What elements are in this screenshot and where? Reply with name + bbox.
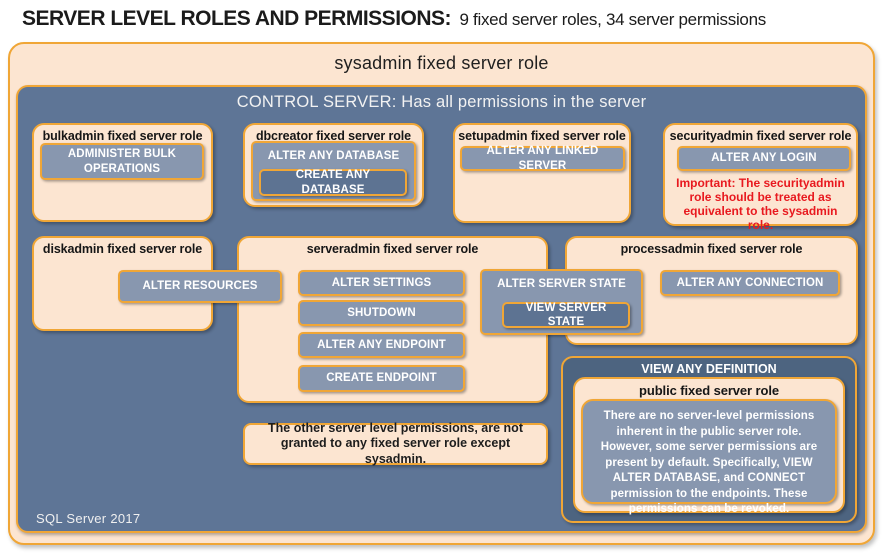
processadmin-role-title: processadmin fixed server role	[620, 242, 803, 256]
page-title: SERVER LEVEL ROLES AND PERMISSIONS: 9 fi…	[22, 7, 766, 31]
securityadmin-warning-text: Important: The securityadmin role should…	[676, 176, 845, 233]
permission-alter-any-endpoint: ALTER ANY ENDPOINT	[298, 332, 465, 358]
sysadmin-role-title: sysadmin fixed server role	[334, 53, 549, 73]
control-server-title: CONTROL SERVER: Has all permissions in t…	[236, 93, 647, 111]
setupadmin-role-title: setupadmin fixed server role	[458, 129, 626, 143]
permission-create-endpoint: CREATE ENDPOINT	[298, 365, 465, 392]
diskadmin-role-title: diskadmin fixed server role	[42, 242, 203, 256]
sql-server-version-label: SQL Server 2017	[36, 511, 141, 526]
public-role-title: public fixed server role	[639, 383, 779, 398]
serveradmin-role-title: serveradmin fixed server role	[306, 242, 479, 256]
securityadmin-role-title: securityadmin fixed server role	[669, 129, 852, 143]
permission-alter-any-linked-server: ALTER ANY LINKED SERVER	[460, 145, 625, 172]
permission-alter-any-login: ALTER ANY LOGIN	[677, 146, 851, 171]
page-title-bold: SERVER LEVEL ROLES AND PERMISSIONS:	[22, 7, 452, 30]
permission-view-server-state: VIEW SERVER STATE	[502, 302, 630, 328]
public-role-description: There are no server-level permissions in…	[581, 399, 837, 515]
bulkadmin-role-title: bulkadmin fixed server role	[42, 129, 203, 143]
other-permissions-note: The other server level permissions, are …	[243, 421, 548, 466]
permission-create-any-database: CREATE ANY DATABASE	[259, 169, 407, 196]
permission-alter-any-connection: ALTER ANY CONNECTION	[660, 270, 840, 296]
setupadmin-role-box: setupadmin fixed server role	[453, 123, 631, 223]
page-title-subtext: 9 fixed server roles, 34 server permissi…	[459, 10, 766, 29]
permission-view-any-definition: VIEW ANY DEFINITION	[641, 362, 777, 376]
permission-administer-bulk-operations: ADMINISTER BULK OPERATIONS	[40, 143, 204, 180]
securityadmin-role-box: securityadmin fixed server role Importan…	[663, 123, 858, 232]
permission-alter-settings: ALTER SETTINGS	[298, 270, 465, 296]
permission-alter-resources: ALTER RESOURCES	[118, 270, 282, 303]
dbcreator-role-title: dbcreator fixed server role	[255, 129, 411, 143]
permission-shutdown: SHUTDOWN	[298, 300, 465, 326]
